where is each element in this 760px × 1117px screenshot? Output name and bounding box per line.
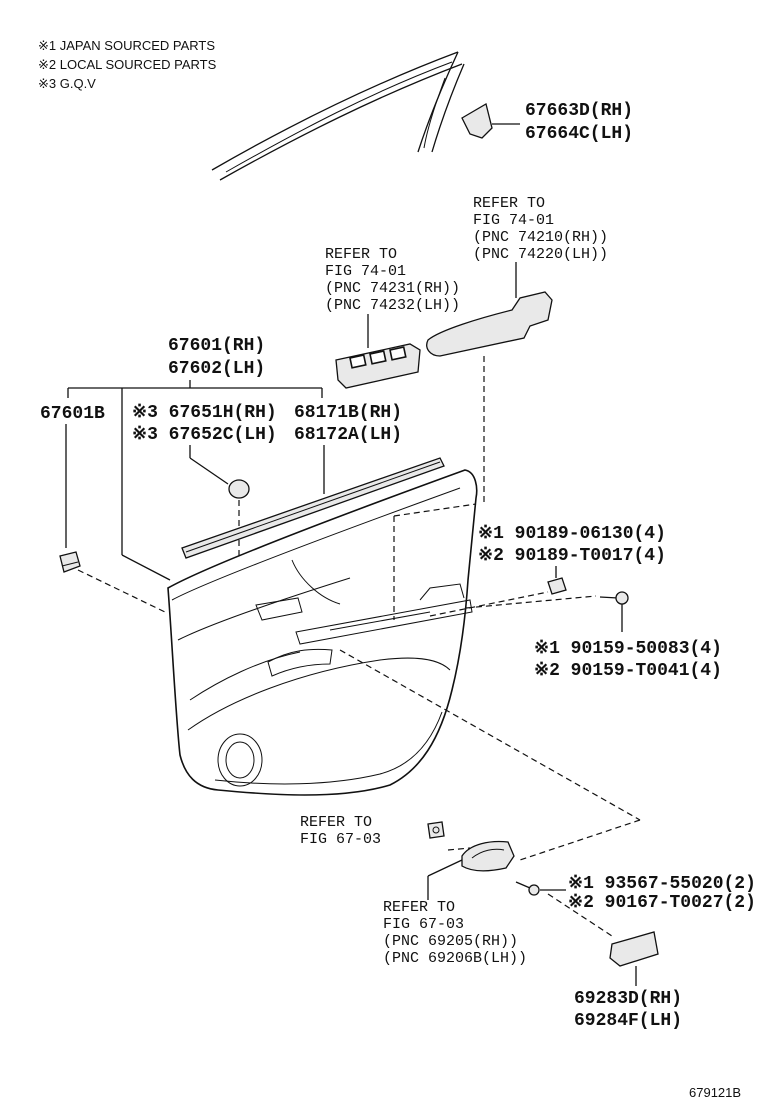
label-90189-06130: ※1 90189-06130(4) xyxy=(478,524,666,544)
refer-b-line3: (PNC 74231(RH)) xyxy=(325,280,460,297)
label-67664c: 67664C(LH) xyxy=(525,124,633,144)
refer-c-line2: FIG 67-03 xyxy=(300,831,381,848)
label-67601: 67601(RH) xyxy=(168,336,265,356)
refer-d-line2: FIG 67-03 xyxy=(383,916,464,933)
label-93567-55020: ※1 93567-55020(2) xyxy=(568,874,756,894)
window-frame-outline xyxy=(211,51,465,181)
refer-c-line1: REFER TO xyxy=(300,814,372,831)
screw-93567[interactable] xyxy=(515,881,540,896)
label-90159-t0041: ※2 90159-T0041(4) xyxy=(534,661,722,681)
label-67601b: 67601B xyxy=(40,404,105,424)
inside-handle-assy[interactable] xyxy=(461,840,515,872)
label-69284f: 69284F(LH) xyxy=(574,1011,682,1031)
door-belt-weatherstrip[interactable] xyxy=(181,457,445,559)
refer-d-line1: REFER TO xyxy=(383,899,455,916)
clip-fig67-03[interactable] xyxy=(427,821,445,839)
refer-d-line3: (PNC 69205(RH)) xyxy=(383,933,518,950)
door-trim-board[interactable] xyxy=(167,469,478,796)
refer-a-line2: FIG 74-01 xyxy=(473,212,554,229)
label-90189-t0017: ※2 90189-T0017(4) xyxy=(478,546,666,566)
label-67663d: 67663D(RH) xyxy=(525,101,633,121)
figure-code: 679121B xyxy=(689,1085,741,1100)
refer-d-line4: (PNC 69206B(LH)) xyxy=(383,950,527,967)
trim-clip-90189[interactable] xyxy=(547,577,567,595)
armrest-upper-panel[interactable] xyxy=(426,291,553,357)
power-window-switch-base[interactable] xyxy=(335,343,421,389)
refer-b-line4: (PNC 74232(LH)) xyxy=(325,297,460,314)
label-68171b: 68171B(RH) xyxy=(294,403,402,423)
refer-a-line1: REFER TO xyxy=(473,195,545,212)
hole-cover-plug[interactable] xyxy=(228,479,250,499)
label-90159-50083: ※1 90159-50083(4) xyxy=(534,639,722,659)
screw-90159[interactable] xyxy=(599,591,629,605)
corner-cover-piece[interactable] xyxy=(461,103,493,139)
label-67652c: ※3 67652C(LH) xyxy=(132,425,277,445)
label-67651h: ※3 67651H(RH) xyxy=(132,403,277,423)
door-trim-clip[interactable] xyxy=(59,551,81,573)
note-gqv: ※3 G.Q.V xyxy=(38,76,96,91)
refer-a-line4: (PNC 74220(LH)) xyxy=(473,246,608,263)
refer-b-line1: REFER TO xyxy=(325,246,397,263)
refer-a-line3: (PNC 74210(RH)) xyxy=(473,229,608,246)
label-90167-t0027: ※2 90167-T0027(2) xyxy=(568,893,756,913)
label-67602: 67602(LH) xyxy=(168,359,265,379)
note-local-sourced: ※2 LOCAL SOURCED PARTS xyxy=(38,57,217,72)
handle-bezel-cover[interactable] xyxy=(609,931,659,967)
label-69283d: 69283D(RH) xyxy=(574,989,682,1009)
refer-b-line2: FIG 74-01 xyxy=(325,263,406,280)
label-68172a: 68172A(LH) xyxy=(294,425,402,445)
note-japan-sourced: ※1 JAPAN SOURCED PARTS xyxy=(38,38,215,53)
